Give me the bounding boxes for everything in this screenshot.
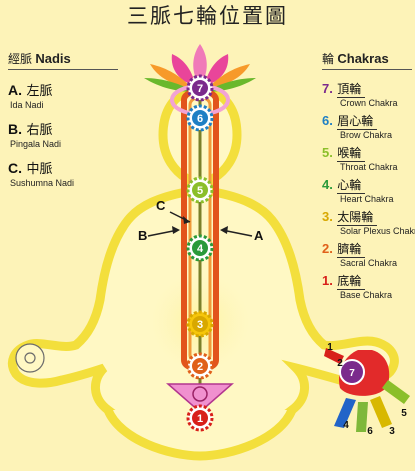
chakra-disc-number: 1	[197, 413, 203, 425]
nadi-letter: B.	[8, 121, 22, 137]
right-hand-chakra-fingers	[324, 348, 410, 432]
spine-chakras: 7 6 5 4 3 2 1	[186, 74, 214, 432]
nadis-heading-en: Nadis	[35, 51, 71, 66]
hand-number: 3	[389, 426, 395, 437]
spine-chakra-2: 2	[186, 352, 214, 380]
nadi-letter: A.	[8, 82, 22, 98]
spine-chakra-1: 1	[186, 404, 214, 432]
nadi-item-b: B. 右脈 Pingala Nadi	[8, 119, 118, 149]
chakra-number: 4.	[322, 177, 333, 192]
base-triangle-icon	[166, 383, 234, 413]
spine-chakra-5: 5	[186, 176, 214, 204]
nadis-heading: 經脈 Nadis	[8, 50, 118, 70]
chakra-en: Solar Plexus Chakra	[340, 226, 415, 236]
chakra-disc-number: 7	[197, 83, 203, 95]
nadi-cn: 中脈	[26, 162, 53, 177]
hand-number: 2	[337, 358, 343, 369]
chakras-heading-en: Chakras	[337, 51, 389, 66]
spine-chakra-4: 4	[186, 234, 214, 262]
chakra-en: Base Chakra	[340, 290, 393, 300]
chakra-en: Crown Chakra	[340, 98, 398, 108]
hand-number: 1	[327, 342, 333, 353]
chakra-disc-number: 4	[197, 243, 204, 255]
chakra-disc-number: 6	[197, 113, 203, 125]
kundalini-coil-icon	[192, 386, 208, 402]
chakra-disc-number: 3	[197, 319, 203, 331]
left-hand-icon	[15, 343, 45, 373]
chakra-en: Brow Chakra	[340, 130, 393, 140]
nadi-item-c: C. 中脈 Sushumna Nadi	[8, 158, 118, 188]
chakra-en: Throat Chakra	[340, 162, 398, 172]
channel-label-a: A	[254, 228, 264, 243]
chakra-number: 2.	[322, 241, 333, 256]
chakras-heading: 輪 Chakras	[322, 50, 412, 70]
hand-number: 4	[343, 420, 349, 431]
hand-number: 6	[367, 426, 373, 437]
channel-label-c: C	[156, 198, 166, 213]
page-title: 三脈七輪位置圖	[127, 4, 288, 28]
nadi-letter: C.	[8, 160, 22, 176]
chakra-cn: 眉心輪	[337, 112, 378, 130]
nadi-cn: 左脈	[26, 84, 53, 99]
hand-number-labels: 12 3 4 5 6 7	[327, 342, 407, 437]
chakra-cn: 喉輪	[337, 144, 366, 162]
chakra-disc-number: 2	[197, 361, 203, 373]
chakra-number: 1.	[322, 273, 333, 288]
chakra-disc-core	[192, 182, 208, 198]
chakra-en: Sacral Chakra	[340, 258, 398, 268]
chakra-disc-core	[192, 410, 208, 426]
spine-chakra-7: 7	[186, 74, 214, 102]
nadi-en: Pingala Nadi	[10, 139, 62, 149]
nadis-heading-cn: 經脈	[8, 52, 33, 66]
chakra-disc-core	[192, 316, 208, 332]
chakra-disc-core	[192, 80, 208, 96]
chakra-cn: 心輪	[337, 176, 366, 194]
nadis-legend: 經脈 Nadis A. 左脈 Ida Nadi B. 右脈 Pingala Na…	[8, 50, 118, 197]
chakra-cn: 臍輪	[337, 240, 366, 258]
nadi-cn: 右脈	[26, 123, 53, 138]
channel-pointer-arrows	[147, 211, 253, 237]
spine-chakra-3: 3	[186, 310, 214, 338]
hand-number: 5	[401, 408, 407, 419]
chakra-disc-core	[192, 240, 208, 256]
chakra-en: Heart Chakra	[340, 194, 394, 204]
nadi-item-a: A. 左脈 Ida Nadi	[8, 80, 118, 110]
chakra-cn: 太陽輪	[337, 208, 378, 226]
chakra-disc-core	[192, 110, 208, 126]
nadi-en: Sushumna Nadi	[10, 178, 75, 188]
chakra-number: 5.	[322, 145, 333, 160]
body-silhouette	[8, 85, 399, 461]
chakra-cn: 底輪	[337, 272, 366, 290]
chakra-cn: 頂輪	[337, 80, 366, 98]
nadi-en: Ida Nadi	[10, 100, 44, 110]
chakra-disc-core	[192, 358, 208, 374]
chakra-number: 3.	[322, 209, 333, 224]
spine-chakra-6: 6	[186, 104, 214, 132]
hand-number: 7	[349, 368, 355, 379]
chakra-number: 7.	[322, 81, 333, 96]
chakra-number: 6.	[322, 113, 333, 128]
channel-label-b: B	[138, 228, 147, 243]
chakra-disc-number: 5	[197, 185, 203, 197]
chakras-heading-cn: 輪	[322, 52, 335, 66]
